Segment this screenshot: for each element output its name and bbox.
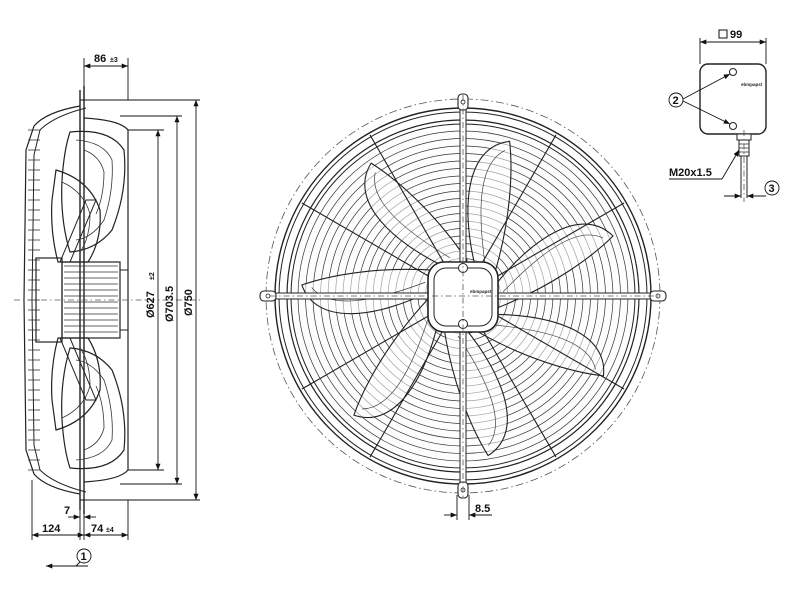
dim-124-text: 124 bbox=[42, 523, 61, 535]
box-screw-bottom bbox=[729, 122, 737, 130]
dim-750-text: Ø750 bbox=[183, 289, 195, 316]
airflow-callout-text: 1 bbox=[81, 551, 87, 563]
callout-3-circle bbox=[764, 180, 780, 196]
dim-depth-tol: ±3 bbox=[110, 57, 118, 64]
dim-depth-text: 86 bbox=[94, 53, 106, 65]
fan-blade bbox=[473, 313, 605, 377]
front-view: ebmpapst 8.5 bbox=[259, 93, 667, 520]
guard-strut bbox=[301, 314, 431, 390]
guard-strut bbox=[495, 202, 625, 278]
gland-label: M20x1.5 bbox=[669, 167, 712, 179]
callout-2-circle bbox=[668, 92, 684, 108]
dim-74-text: 74 bbox=[91, 523, 104, 535]
guard-strut bbox=[369, 328, 445, 458]
guard-strut bbox=[481, 134, 557, 264]
fan-blade bbox=[301, 268, 439, 315]
box-screw-top bbox=[729, 68, 737, 76]
guard-strut bbox=[369, 134, 445, 264]
guard-strut bbox=[301, 202, 431, 278]
fan-blade bbox=[492, 223, 614, 309]
fan-blade bbox=[467, 140, 512, 278]
dim-627-tol: ±2 bbox=[149, 272, 156, 280]
guard-strut bbox=[495, 314, 625, 390]
terminal-box-view: ebmpapst 99 2 M20x1.5 3 bbox=[668, 29, 780, 202]
dim-703-text: Ø703.5 bbox=[164, 286, 176, 322]
dim-627-text: Ø627 bbox=[145, 291, 157, 318]
hub-logo: ebmpapst bbox=[470, 289, 492, 294]
box-logo: ebmpapst bbox=[741, 82, 763, 87]
dim-8-5-text: 8.5 bbox=[475, 503, 490, 515]
callout-3-text: 3 bbox=[769, 183, 775, 195]
dim-74-tol: ±4 bbox=[106, 527, 114, 534]
callout-2-text: 2 bbox=[673, 95, 679, 107]
airflow-callout-circle bbox=[76, 548, 92, 564]
side-view: 86 ±3 Ø627 ±2 Ø703.5 Ø750 7 124 74 ±4 1 bbox=[14, 53, 200, 569]
dim-box-text: 99 bbox=[730, 29, 742, 41]
dim-7-text: 7 bbox=[64, 505, 70, 517]
guard-strut bbox=[481, 328, 557, 458]
